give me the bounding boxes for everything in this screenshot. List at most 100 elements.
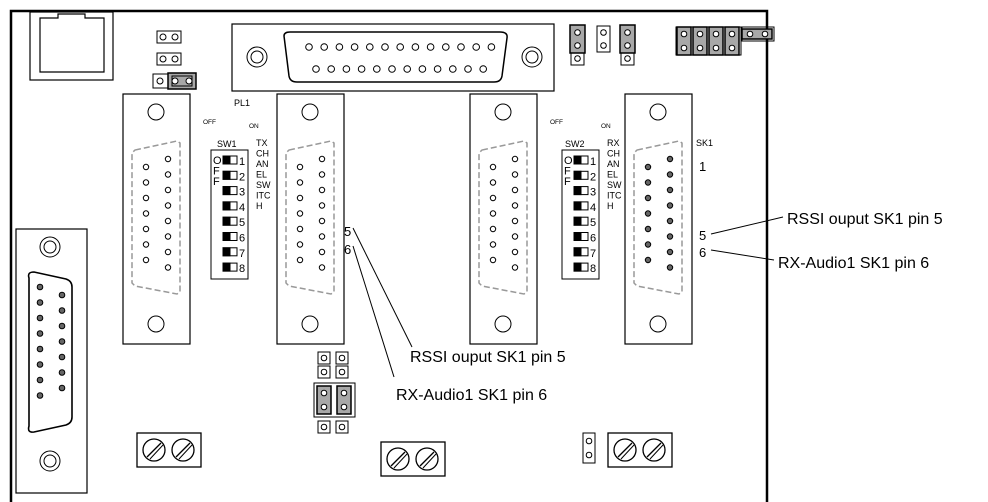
pin-header bbox=[596, 25, 611, 53]
dip-position-label: 7 bbox=[590, 248, 596, 260]
dip-body bbox=[561, 149, 600, 280]
off-letter: O bbox=[564, 155, 573, 167]
db15-pin bbox=[58, 384, 66, 392]
dip-position-label: 8 bbox=[239, 263, 245, 275]
jumper-cap bbox=[569, 24, 586, 54]
dip-position-label: 4 bbox=[590, 202, 596, 214]
header-pin bbox=[185, 77, 193, 85]
db15-pin bbox=[142, 194, 150, 202]
terminal-screw bbox=[613, 438, 637, 462]
pl1-pin bbox=[312, 65, 320, 73]
db15-pin bbox=[511, 202, 519, 209]
header-pin bbox=[156, 77, 164, 85]
db15-connector-1 bbox=[122, 93, 191, 345]
mount-hole bbox=[494, 103, 512, 121]
pin-header bbox=[335, 365, 349, 379]
db15-pin bbox=[666, 186, 674, 194]
db15-connector-2 bbox=[276, 93, 345, 345]
dip-toggle bbox=[222, 232, 231, 241]
dip-toggle bbox=[573, 155, 582, 165]
db15-pin bbox=[164, 171, 172, 178]
pin-header bbox=[156, 52, 182, 66]
db15-pin bbox=[318, 155, 326, 163]
db15-pin bbox=[58, 307, 66, 314]
audio-callout-right: RX-Audio1 SK1 pin 6 bbox=[778, 255, 929, 272]
header-pin bbox=[574, 29, 581, 36]
dip-position-label: 6 bbox=[239, 233, 245, 245]
db15-pin bbox=[164, 202, 172, 209]
db15-pin bbox=[296, 179, 304, 186]
db15-pin bbox=[666, 217, 674, 225]
header-pin bbox=[680, 30, 688, 38]
pin-header bbox=[156, 30, 182, 44]
db15-pin bbox=[58, 369, 66, 376]
pl1-pin bbox=[433, 65, 442, 73]
db15-pin bbox=[164, 233, 172, 240]
screw-slot bbox=[646, 442, 662, 458]
pl1-pin bbox=[320, 43, 329, 51]
left-db15-connector bbox=[15, 228, 88, 494]
db15-pin bbox=[511, 155, 519, 163]
top-right-jumpers bbox=[569, 24, 775, 66]
switch-function-label: AN bbox=[607, 159, 620, 169]
mount-hole bbox=[494, 315, 512, 333]
db15-pin bbox=[164, 217, 172, 225]
pin-6-label-right: 6 bbox=[699, 245, 706, 260]
dip-toggle bbox=[573, 170, 582, 180]
switch-function-label: EL bbox=[607, 170, 618, 180]
mount-hole bbox=[649, 103, 667, 121]
db15-pin bbox=[489, 256, 497, 264]
header-pin bbox=[728, 30, 736, 38]
header-pin bbox=[320, 389, 328, 397]
screw-slot bbox=[178, 444, 193, 460]
screw-slot bbox=[146, 442, 162, 458]
jumper-cap bbox=[692, 26, 708, 56]
db15-pin bbox=[489, 210, 497, 217]
pl1-pin bbox=[472, 43, 481, 51]
db15-pin bbox=[511, 233, 519, 240]
dip-toggle bbox=[573, 232, 582, 241]
db15-shell bbox=[469, 93, 538, 345]
off-letter: F bbox=[213, 166, 220, 178]
db15-pin bbox=[164, 264, 172, 271]
dip-toggle bbox=[222, 186, 231, 196]
pin-6-label-middle: 6 bbox=[344, 242, 351, 257]
sk1-label: SK1 bbox=[696, 138, 713, 148]
db15-pin bbox=[511, 264, 519, 271]
db15-outline bbox=[478, 140, 528, 295]
db15-pin bbox=[489, 179, 497, 186]
pl1-pin bbox=[418, 65, 427, 73]
mount-hole bbox=[301, 315, 319, 333]
db15-pin bbox=[511, 248, 519, 256]
db15-pin bbox=[36, 314, 44, 322]
db15-outline bbox=[633, 140, 683, 295]
db15-pin bbox=[666, 155, 674, 163]
pl1-pin bbox=[357, 65, 366, 73]
pl1-pin bbox=[442, 43, 450, 51]
switch-function-label: ITC bbox=[256, 191, 271, 201]
header-pin bbox=[340, 389, 348, 397]
terminal-screw bbox=[386, 447, 410, 471]
dip-toggle bbox=[573, 186, 582, 196]
terminal-body bbox=[136, 432, 202, 468]
terminal-screw bbox=[415, 447, 439, 471]
db15-pin bbox=[58, 291, 66, 299]
jumper-cap bbox=[167, 72, 197, 90]
db15-pin bbox=[36, 392, 44, 399]
rssi-callout-middle: RSSI ouput SK1 pin 5 bbox=[410, 349, 566, 366]
dip-position-label: 2 bbox=[590, 171, 596, 183]
db15-pin bbox=[489, 241, 497, 248]
header-pin bbox=[624, 42, 631, 49]
dip-toggle bbox=[573, 262, 582, 272]
db15-pin bbox=[58, 353, 66, 361]
db15-pin bbox=[489, 194, 497, 202]
db15-pin bbox=[318, 233, 326, 240]
header-pin bbox=[761, 30, 769, 38]
db15-pin bbox=[142, 210, 150, 217]
db15-pin bbox=[36, 361, 44, 368]
db15-pin bbox=[318, 264, 326, 271]
switch-function-label: AN bbox=[256, 159, 269, 169]
switch-function-label: SW bbox=[607, 180, 622, 190]
header-pin bbox=[171, 77, 179, 85]
db15-pin bbox=[296, 194, 304, 202]
